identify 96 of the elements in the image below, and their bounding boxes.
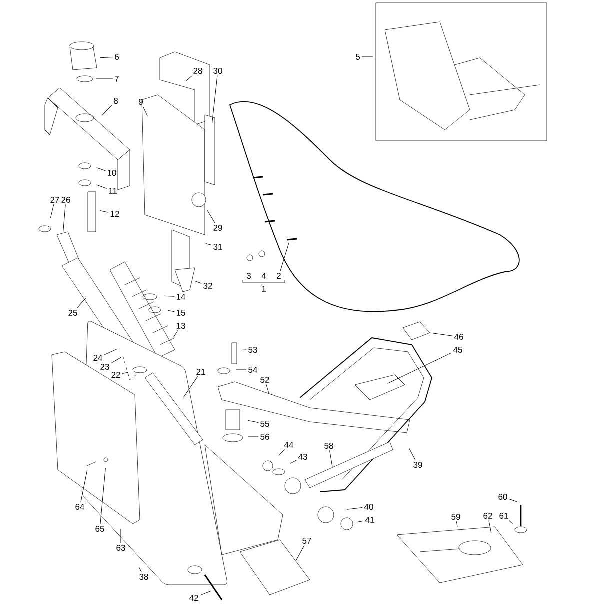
leader-line bbox=[278, 449, 285, 456]
leader-line bbox=[168, 310, 175, 312]
callout-number: 42 bbox=[189, 595, 198, 601]
leader-line bbox=[104, 348, 118, 356]
leader-line bbox=[456, 521, 458, 528]
callout-number: 1 bbox=[262, 286, 266, 292]
callout-number: 61 bbox=[500, 513, 508, 519]
leader-line bbox=[356, 520, 364, 523]
leader-line bbox=[183, 376, 198, 398]
leader-line bbox=[290, 460, 297, 464]
callout-number: 65 bbox=[96, 526, 104, 532]
callout-number: 40 bbox=[364, 504, 374, 510]
leader-line bbox=[139, 567, 142, 573]
leader-line bbox=[122, 372, 128, 374]
leader-line bbox=[100, 468, 106, 525]
callout-number: 9 bbox=[139, 99, 143, 105]
leader-line bbox=[212, 75, 218, 124]
leader-line bbox=[186, 75, 193, 82]
callout-number: 54 bbox=[248, 367, 258, 373]
callout-number: 56 bbox=[260, 434, 270, 440]
callout-number: 53 bbox=[248, 347, 258, 353]
callout-number: 10 bbox=[108, 170, 116, 176]
leader-line bbox=[330, 450, 333, 468]
callout-number: 13 bbox=[176, 323, 186, 329]
callout-number: 26 bbox=[62, 197, 70, 203]
callout-number: 4 bbox=[262, 273, 266, 279]
callout-number: 27 bbox=[50, 197, 60, 203]
callout-number: 46 bbox=[454, 334, 464, 340]
leader-line bbox=[80, 470, 88, 503]
callout-number: 22 bbox=[112, 372, 120, 378]
callout-number: 60 bbox=[498, 494, 508, 500]
leader-line bbox=[142, 106, 148, 117]
callout-number: 44 bbox=[284, 442, 294, 448]
leader-line bbox=[362, 56, 374, 58]
callout-number: 23 bbox=[100, 364, 110, 370]
callout-number: 29 bbox=[214, 225, 222, 231]
leader-line bbox=[509, 499, 518, 502]
callout-number: 2 bbox=[277, 273, 281, 279]
leader-line bbox=[432, 333, 453, 336]
callout-number: 3 bbox=[246, 273, 251, 279]
callout-number: 5 bbox=[356, 54, 360, 60]
leader-line bbox=[111, 357, 122, 364]
callout-number: 55 bbox=[260, 421, 270, 427]
callout-number: 30 bbox=[214, 68, 222, 74]
leader-line bbox=[96, 168, 106, 172]
callout-number: 11 bbox=[109, 188, 117, 194]
leader-line bbox=[96, 184, 108, 189]
callout-number: 41 bbox=[365, 517, 374, 523]
callout-number: 52 bbox=[260, 377, 270, 383]
callout-number: 21 bbox=[196, 369, 206, 375]
leader-line bbox=[194, 280, 202, 284]
leader-line bbox=[200, 590, 212, 596]
callout-number: 38 bbox=[140, 574, 148, 580]
callout-number: 64 bbox=[76, 504, 84, 510]
leader-line bbox=[173, 330, 178, 338]
callout-number: 62 bbox=[484, 513, 492, 519]
leader-line bbox=[206, 244, 212, 246]
leader-line bbox=[100, 56, 114, 58]
leader-line bbox=[346, 508, 363, 510]
leader-line bbox=[387, 352, 452, 384]
callout-number: 15 bbox=[176, 310, 186, 316]
callout-number: 14 bbox=[176, 294, 186, 300]
leader-line bbox=[120, 528, 122, 544]
callout-number: 39 bbox=[414, 462, 422, 468]
callout-number: 57 bbox=[302, 538, 312, 544]
leader-line bbox=[488, 520, 492, 534]
leader-line bbox=[63, 204, 66, 232]
callout-number: 31 bbox=[214, 244, 222, 250]
leader-line bbox=[50, 204, 54, 218]
callout-number: 58 bbox=[324, 443, 334, 449]
callout-number: 32 bbox=[204, 283, 212, 289]
callout-number: 28 bbox=[194, 68, 202, 74]
leader-line bbox=[409, 448, 416, 461]
callout-number: 8 bbox=[114, 98, 118, 104]
leader-line bbox=[296, 545, 305, 561]
leader-line bbox=[266, 384, 270, 394]
leader-line bbox=[96, 78, 114, 80]
leader-line bbox=[242, 348, 247, 350]
callout-number: 45 bbox=[453, 347, 462, 353]
callout-number: 12 bbox=[110, 211, 120, 217]
callout-number: 6 bbox=[115, 54, 119, 60]
callout-number: 43 bbox=[298, 454, 308, 460]
leader-line bbox=[164, 296, 175, 297]
leader-line bbox=[248, 420, 259, 423]
callout-number: 59 bbox=[452, 514, 460, 520]
callout-number: 24 bbox=[94, 355, 102, 361]
leader-line bbox=[248, 436, 259, 438]
leader-line bbox=[76, 298, 86, 309]
callout-number: 25 bbox=[68, 310, 78, 316]
leader-line bbox=[102, 105, 112, 116]
leader-line bbox=[508, 520, 514, 524]
leader-line bbox=[207, 210, 216, 224]
leader-line bbox=[100, 210, 109, 213]
callout-number: 7 bbox=[115, 76, 119, 82]
callout-number: 63 bbox=[116, 545, 126, 551]
leader-line bbox=[280, 242, 290, 272]
